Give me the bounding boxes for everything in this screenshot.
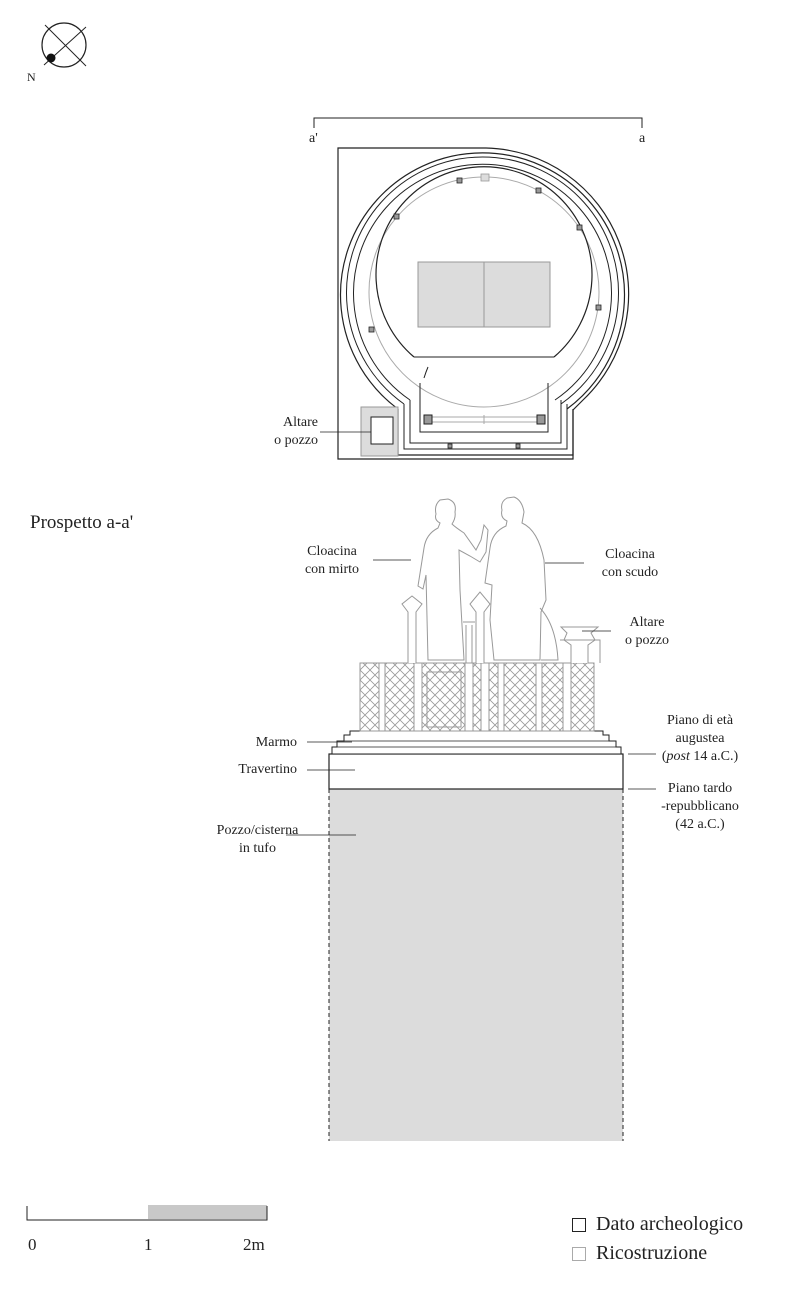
scale-label-0: 0: [28, 1235, 37, 1254]
label-marmo: Marmo: [255, 735, 297, 750]
plan-altare-label: Altare o pozzo: [274, 415, 318, 448]
label-travertino: Travertino: [238, 762, 297, 777]
north-label: N: [27, 70, 36, 84]
compass-icon: [41, 22, 87, 68]
section-mark-left: a': [309, 131, 318, 146]
plan-view: [313, 117, 643, 460]
label-piano-tardo: Piano tardo -repubblicano (42 a.C.): [661, 781, 739, 832]
label-pozzo-cisterna: Pozzo/cisterna in tufo: [216, 823, 299, 856]
legend-ricostruzione: Ricostruzione: [572, 1242, 707, 1265]
legend-swatch-ricostruzione: [572, 1246, 586, 1261]
elevation-view: [286, 496, 656, 1141]
scale-label-1: 1: [144, 1235, 153, 1254]
section-mark-right: a: [639, 131, 646, 146]
label-piano-augustea: Piano di età augustea (post 14 a.C.): [661, 713, 739, 764]
elevation-title: Prospetto a-a': [30, 512, 134, 533]
label-cloacina-scudo: Cloacina con scudo: [601, 547, 659, 580]
legend-archeologico: Dato archeologico: [572, 1213, 743, 1236]
label-cloacina-mirto: Cloacina con mirto: [304, 544, 360, 577]
label-altare-elevation: Altare o pozzo: [625, 615, 669, 648]
scale-bar: [26, 1205, 268, 1221]
legend-swatch-archeologico: [572, 1217, 586, 1232]
scale-label-2m: 2m: [243, 1235, 265, 1254]
